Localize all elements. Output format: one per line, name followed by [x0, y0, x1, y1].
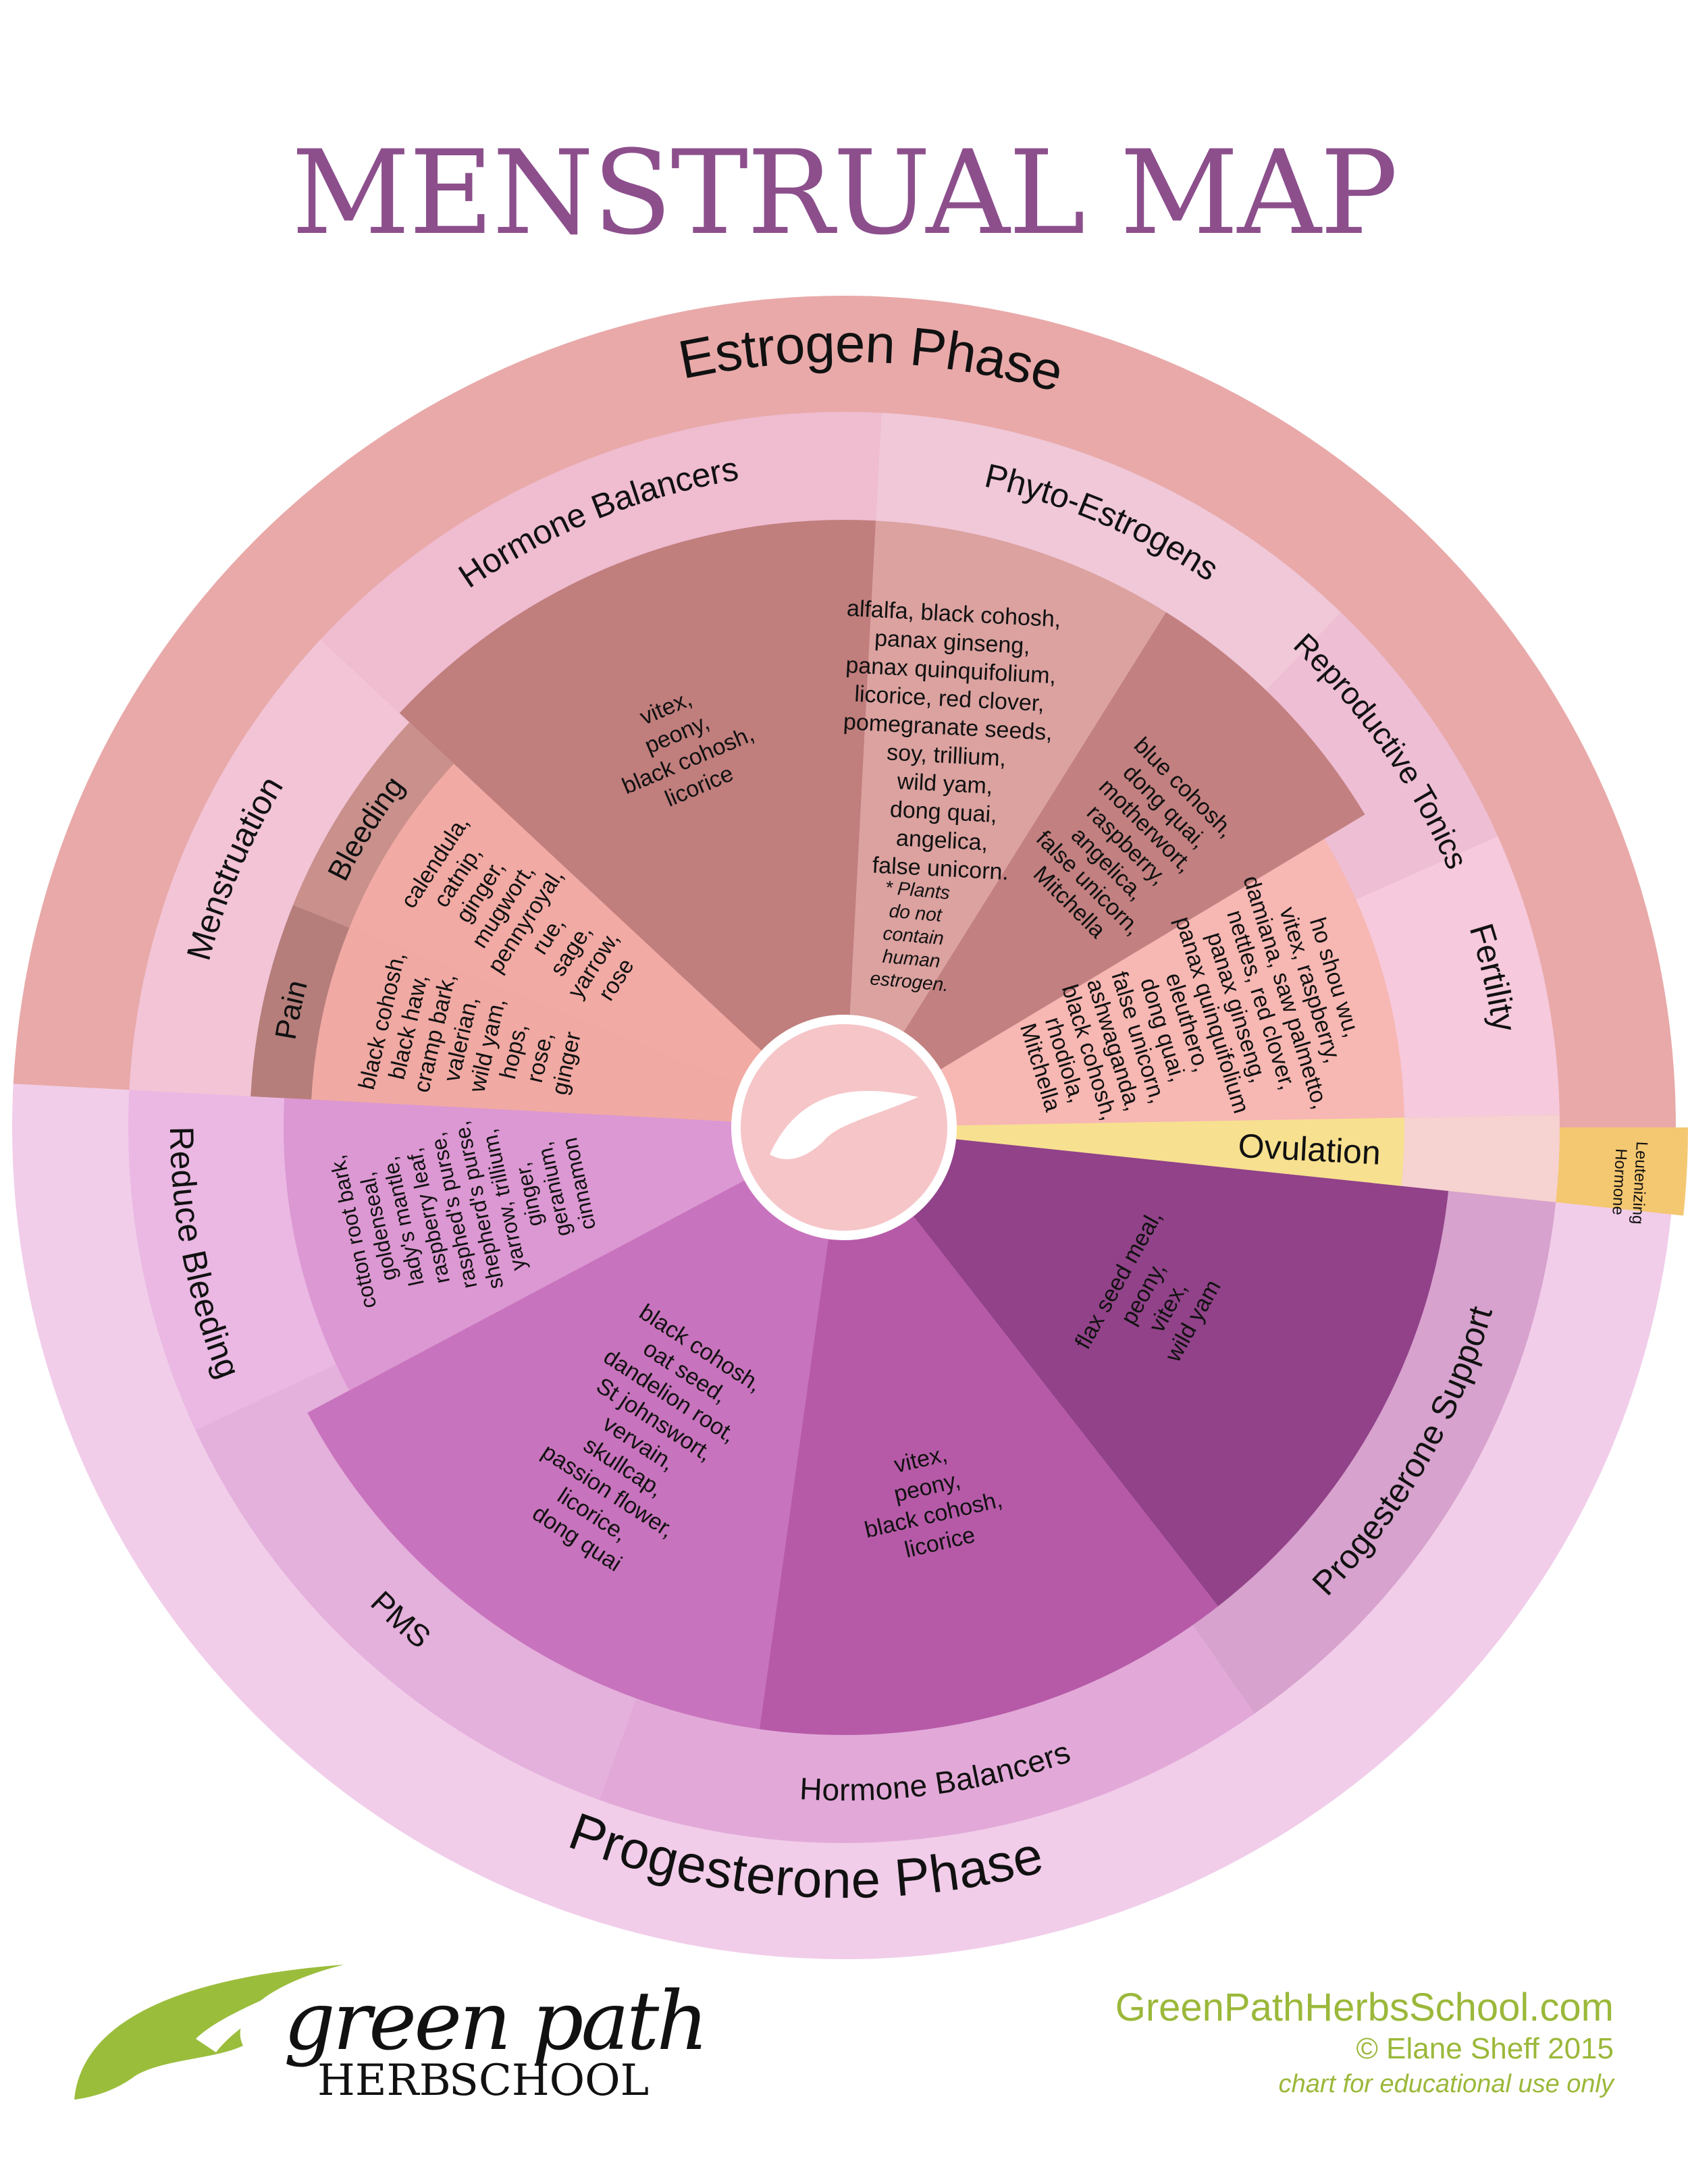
herbs-phyto-estrogens-line: angelica,: [895, 825, 988, 855]
wedge-pain: [311, 928, 845, 1127]
footer-copyright: © Elane Sheff 2015: [1356, 2032, 1614, 2065]
logo-herb: HERB: [317, 2056, 451, 2106]
wedge-ovulation: [844, 1117, 1404, 1186]
wedge-hormone-balancers-p: [759, 1127, 1219, 1735]
label-ovulation-line: Ovulation: [1237, 1127, 1381, 1172]
herbs-phyto-estrogens-line: soy, trillium,: [886, 739, 1007, 771]
center-hub: [731, 1015, 957, 1240]
wedge-progesterone-support: [844, 1127, 1449, 1607]
label-ovulation: Ovulation: [1237, 1127, 1381, 1172]
herbs-phyto-note-line: do not: [889, 900, 943, 926]
wedge-reproductive-tonics: [844, 612, 1365, 1127]
herbs-phyto-estrogens-line: wild yam,: [896, 768, 993, 799]
page-title: MENSTRUAL MAP: [291, 125, 1398, 261]
wedge-reduce-bleeding: [284, 1098, 844, 1391]
wedge-bleeding: [349, 764, 844, 1127]
label-leutenizing-line: Hormone: [1608, 1148, 1630, 1216]
wedge-pms: [307, 1127, 844, 1730]
footer-url[interactable]: GreenPathHerbsSchool.com: [1115, 1986, 1614, 2029]
logo-wordmark: green path: [284, 1975, 709, 2069]
wedge-phyto-estrogens: [844, 521, 1166, 1127]
leaf-logo-icon: [74, 1965, 344, 2100]
herbs-phyto-note-line: human: [882, 946, 941, 971]
herbs-phyto-estrogens: alfalfa, black cohosh,panax ginseng,pana…: [843, 595, 1061, 885]
center-leaf-icon: [770, 1090, 918, 1160]
herbs-phyto-estrogens-line: dong quai,: [889, 797, 998, 828]
herbs-pain: black cohosh,black haw,cramp bark,valeri…: [354, 950, 586, 1098]
logo-school: SCHOOL: [449, 2056, 650, 2106]
wedge-hormone-balancers: [399, 519, 876, 1127]
herbs-reproductive-tonics: blue cohosh,dong quai,motherwort,raspber…: [1028, 733, 1239, 943]
footer-note: chart for educational use only: [1278, 2070, 1614, 2098]
label-leutenizing-line: Leutenizing: [1629, 1141, 1651, 1225]
wedge-fertility: [844, 838, 1404, 1127]
